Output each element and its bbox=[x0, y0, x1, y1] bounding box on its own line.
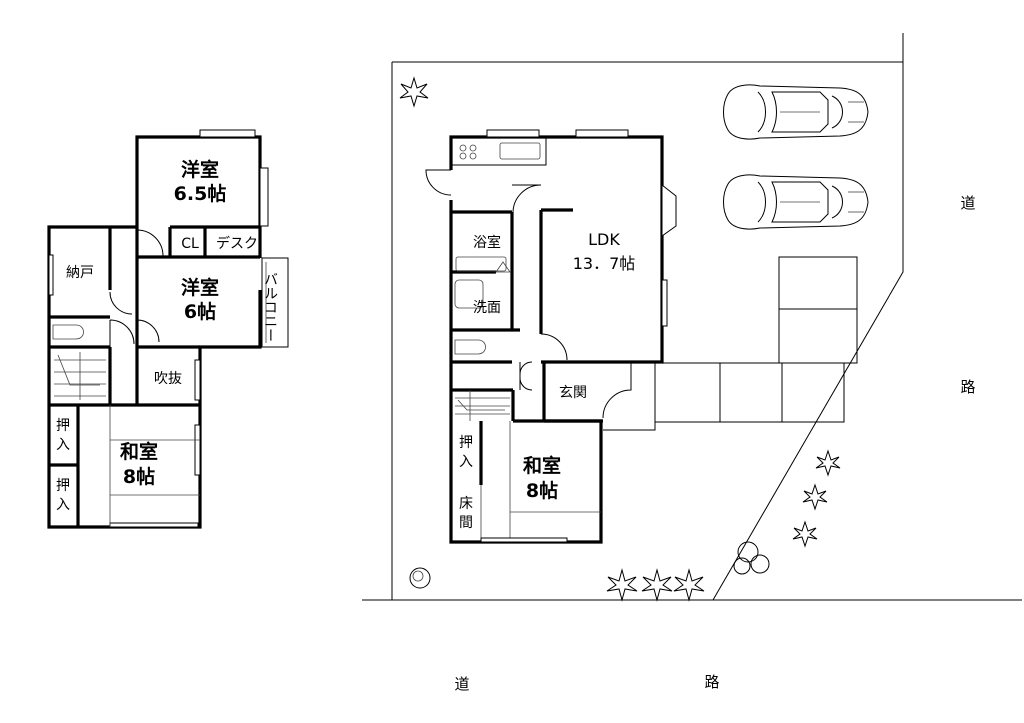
road-east-label-2: 路 bbox=[960, 378, 975, 396]
western-room-2-label: 洋室 bbox=[181, 276, 219, 299]
western-room-1-size-label: 6.5帖 bbox=[174, 182, 227, 205]
ground-floor-plan: LDK 13．7帖 浴室 洗面 玄関 和室 8帖 押 入 床 間 bbox=[425, 129, 677, 544]
storage-room-label: 納戸 bbox=[66, 265, 94, 281]
western-room-2-size-label: 6帖 bbox=[184, 300, 216, 323]
washroom-label: 洗面 bbox=[473, 300, 501, 316]
tree-icon bbox=[606, 568, 638, 602]
paving bbox=[603, 256, 858, 431]
tree-icon bbox=[792, 520, 818, 548]
tokonoma-label-2: 間 bbox=[459, 515, 473, 531]
car-icon bbox=[723, 174, 869, 230]
closet-label: CL bbox=[181, 236, 199, 252]
ldk-label: LDK bbox=[588, 230, 620, 249]
tree-icon bbox=[802, 483, 828, 511]
ldk-size-label: 13．7帖 bbox=[573, 254, 636, 273]
plants bbox=[399, 76, 841, 602]
japanese-room-ground-size-label: 8帖 bbox=[526, 479, 558, 502]
oshiire-upper-1-label-1: 押 bbox=[56, 418, 70, 434]
car-icon bbox=[723, 84, 869, 140]
japanese-room-upper-size-label: 8帖 bbox=[123, 465, 155, 488]
western-room-1-label: 洋室 bbox=[181, 158, 219, 181]
upper-floor-plan: 洋室 6.5帖 洋室 6帖 納戸 CL デスク バルコニー 吹抜 和室 8帖 押… bbox=[47, 129, 289, 529]
tree-icon bbox=[641, 568, 673, 602]
tree-icon bbox=[815, 449, 841, 477]
japanese-room-ground-label: 和室 bbox=[523, 454, 561, 477]
stairs-upper bbox=[54, 352, 106, 400]
road-south-label-2: 路 bbox=[704, 673, 719, 691]
tokonoma-label-1: 床 bbox=[459, 496, 473, 512]
stairs-ground bbox=[455, 390, 510, 421]
desk-label: デスク bbox=[216, 235, 258, 252]
bathroom-label: 浴室 bbox=[473, 234, 501, 251]
shrub-icon bbox=[409, 567, 431, 589]
oshiire-upper-2-label-2: 入 bbox=[56, 497, 70, 513]
road-east-label-1: 道 bbox=[960, 194, 975, 212]
parked-cars bbox=[723, 84, 869, 230]
entrance-label: 玄関 bbox=[559, 384, 587, 401]
oshiire-ground-label-2: 入 bbox=[459, 454, 473, 470]
tree-icon bbox=[399, 76, 429, 108]
oshiire-upper-2-label-1: 押 bbox=[56, 478, 70, 494]
road-south-label-1: 道 bbox=[454, 675, 469, 693]
oshiire-ground-label-1: 押 bbox=[459, 435, 473, 451]
shrub-icon bbox=[733, 541, 770, 575]
site-boundary bbox=[362, 33, 1022, 601]
atrium-label: 吹抜 bbox=[154, 371, 182, 387]
balcony-label: バルコニー bbox=[262, 272, 278, 342]
tree-icon bbox=[673, 568, 705, 602]
oshiire-upper-1-label-2: 入 bbox=[56, 437, 70, 453]
japanese-room-upper-label: 和室 bbox=[120, 440, 158, 463]
